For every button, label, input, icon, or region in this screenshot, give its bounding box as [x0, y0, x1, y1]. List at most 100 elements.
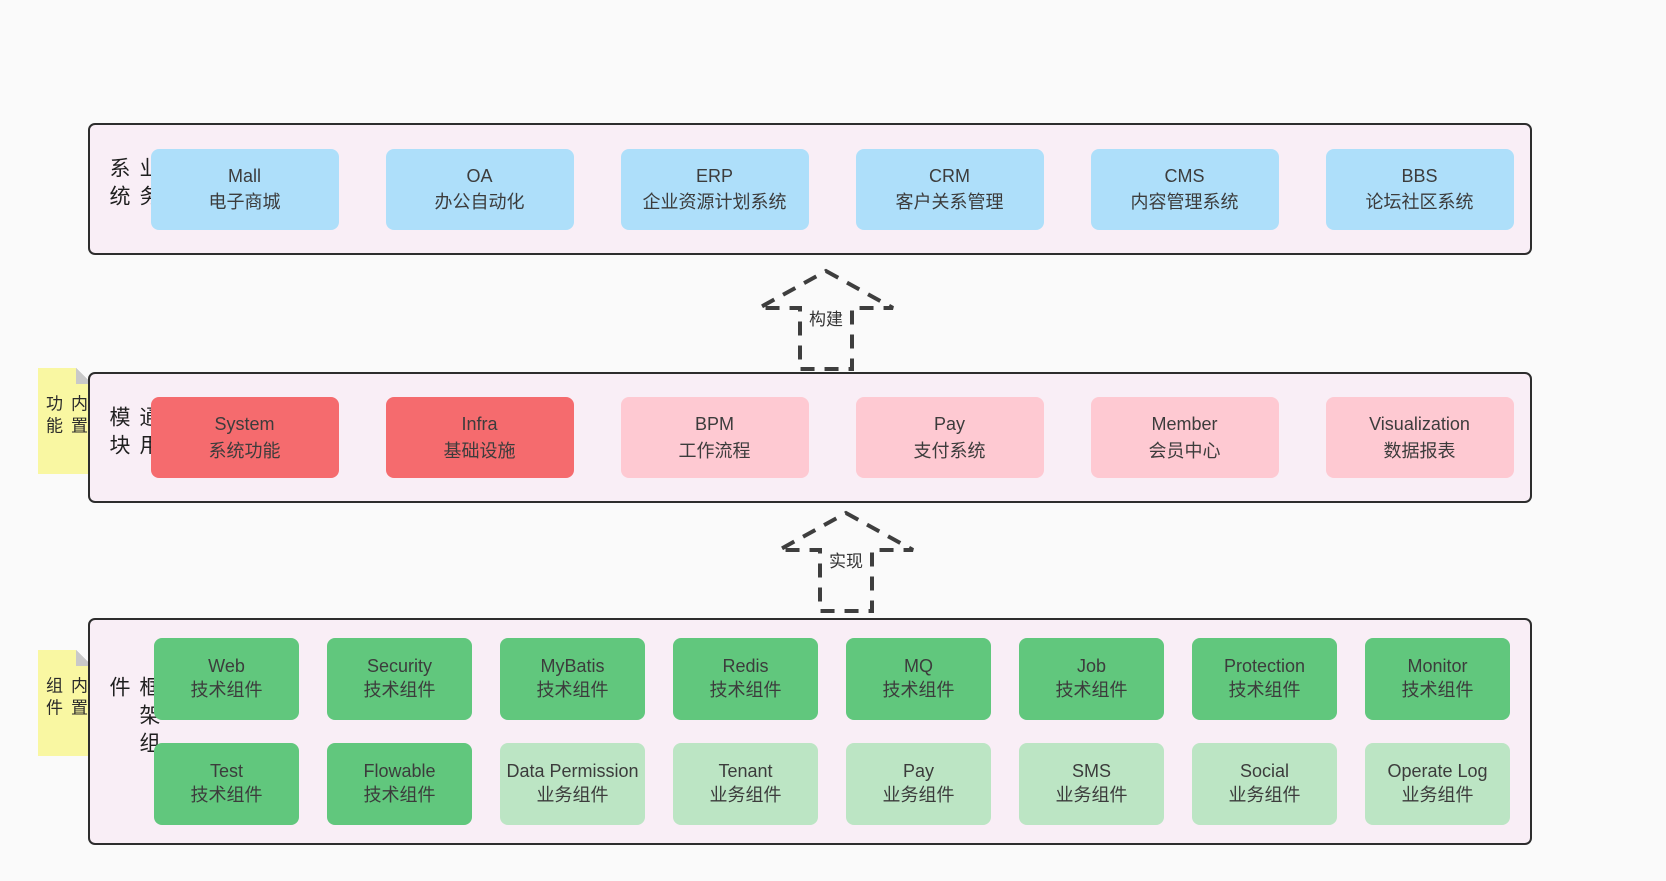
- arrow-build: 构建: [756, 268, 896, 372]
- box-subtitle: 技术组件: [536, 680, 609, 700]
- box-title: BBS: [1401, 165, 1438, 186]
- box-infra: Infra 基础设施: [385, 397, 574, 478]
- sticky-label: 内置功能: [43, 394, 87, 439]
- box-subtitle: 技术组件: [1401, 680, 1474, 700]
- box-oa: OA 办公自动化: [385, 148, 574, 230]
- box-title: Web: [208, 656, 245, 677]
- sticky-built-in-components: 内置组件: [38, 650, 92, 756]
- box-title: OA: [466, 165, 493, 186]
- box-title: Operate Log: [1387, 761, 1488, 782]
- box-subtitle: 企业资源计划系统: [642, 192, 787, 212]
- box-subtitle: 技术组件: [363, 680, 436, 700]
- box-subtitle: 会员中心: [1148, 440, 1221, 461]
- box-title: Job: [1076, 656, 1107, 677]
- box-subtitle: 业务组件: [709, 785, 782, 805]
- box-subtitle: 系统功能: [208, 440, 281, 461]
- box-subtitle: 技术组件: [363, 785, 436, 805]
- box-title: Redis: [722, 656, 769, 677]
- sticky-label: 内置组件: [43, 676, 87, 721]
- box-title: Infra: [461, 414, 498, 435]
- box-title: SMS: [1071, 761, 1111, 782]
- box-visualization: Visualization 数据报表: [1325, 397, 1514, 478]
- dashed-up-arrow-icon: [778, 510, 914, 613]
- box-title: CRM: [929, 165, 970, 186]
- box-bpm: BPM 工作流程: [620, 397, 809, 478]
- box-subtitle: 电子商城: [208, 192, 281, 212]
- box-subtitle: 工作流程: [678, 440, 751, 461]
- component-row-1: Web 技术组件 Security 技术组件 MyBatis 技术组件 Redi…: [154, 638, 1510, 720]
- box-subtitle: 支付系统: [913, 440, 986, 461]
- box-title: Test: [209, 761, 243, 782]
- band-content: Web 技术组件 Security 技术组件 MyBatis 技术组件 Redi…: [134, 620, 1530, 843]
- dashed-up-arrow-icon: [758, 268, 894, 371]
- box-pay-component: Pay 业务组件: [846, 743, 991, 825]
- box-flowable: Flowable 技术组件: [327, 743, 472, 825]
- box-operate-log: Operate Log 业务组件: [1365, 743, 1510, 825]
- box-mq: MQ 技术组件: [846, 638, 991, 720]
- box-subtitle: 技术组件: [1055, 680, 1128, 700]
- box-subtitle: 技术组件: [882, 680, 955, 700]
- box-mall: Mall 电子商城: [150, 148, 339, 230]
- arrow-implement: 实现: [776, 510, 916, 614]
- box-title: Tenant: [718, 761, 773, 782]
- box-title: System: [214, 414, 275, 435]
- box-social: Social 业务组件: [1192, 743, 1337, 825]
- box-title: Security: [366, 656, 433, 677]
- box-title: Member: [1151, 414, 1218, 435]
- box-sms: SMS 业务组件: [1019, 743, 1164, 825]
- box-mybatis: MyBatis 技术组件: [500, 638, 645, 720]
- box-test: Test 技术组件: [154, 743, 299, 825]
- box-subtitle: 内容管理系统: [1130, 192, 1239, 212]
- arrow-label: 构建: [805, 304, 847, 331]
- box-data-permission: Data Permission 业务组件: [500, 743, 645, 825]
- box-crm: CRM 客户关系管理: [855, 148, 1044, 230]
- box-subtitle: 业务组件: [1055, 785, 1128, 805]
- box-system: System 系统功能: [150, 397, 339, 478]
- box-member: Member 会员中心: [1090, 397, 1279, 478]
- box-bbs: BBS 论坛社区系统: [1325, 148, 1514, 230]
- box-protection: Protection 技术组件: [1192, 638, 1337, 720]
- box-security: Security 技术组件: [327, 638, 472, 720]
- band-content: System 系统功能 Infra 基础设施 BPM 工作流程 Pay 支付系统…: [134, 374, 1530, 501]
- box-pay: Pay 支付系统: [855, 397, 1044, 478]
- box-subtitle: 技术组件: [709, 680, 782, 700]
- box-title: MQ: [904, 656, 933, 677]
- band-framework-components: 框架组件 Web 技术组件 Security 技术组件 MyBatis 技术组件…: [88, 618, 1532, 845]
- band-content: Mall 电子商城 OA 办公自动化 ERP 企业资源计划系统 CRM 客户关系…: [134, 125, 1530, 253]
- band-business-systems: 业务系统 Mall 电子商城 OA 办公自动化 ERP 企业资源计划系统 CRM…: [88, 123, 1532, 255]
- box-subtitle: 办公自动化: [434, 192, 525, 212]
- box-erp: ERP 企业资源计划系统: [620, 148, 809, 230]
- box-web: Web 技术组件: [154, 638, 299, 720]
- box-redis: Redis 技术组件: [673, 638, 818, 720]
- component-row-2: Test 技术组件 Flowable 技术组件 Data Permission …: [154, 743, 1510, 825]
- box-monitor: Monitor 技术组件: [1365, 638, 1510, 720]
- box-subtitle: 客户关系管理: [895, 192, 1004, 212]
- box-title: Visualization: [1369, 414, 1470, 435]
- box-title: CMS: [1164, 165, 1205, 186]
- box-title: Pay: [933, 414, 966, 435]
- box-cms: CMS 内容管理系统: [1090, 148, 1279, 230]
- box-title: ERP: [695, 165, 733, 186]
- box-title: Social: [1239, 761, 1290, 782]
- box-subtitle: 论坛社区系统: [1365, 192, 1474, 212]
- box-subtitle: 业务组件: [1228, 785, 1301, 805]
- box-subtitle: 基础设施: [443, 440, 516, 461]
- box-title: MyBatis: [540, 656, 605, 677]
- box-title: Protection: [1223, 656, 1306, 677]
- box-subtitle: 业务组件: [536, 785, 609, 805]
- box-tenant: Tenant 业务组件: [673, 743, 818, 825]
- band-common-modules: 通用模块 System 系统功能 Infra 基础设施 BPM 工作流程 Pay…: [88, 372, 1532, 503]
- box-subtitle: 业务组件: [1401, 785, 1474, 805]
- box-title: Mall: [227, 165, 261, 186]
- box-subtitle: 技术组件: [190, 680, 263, 700]
- box-subtitle: 业务组件: [882, 785, 955, 805]
- box-subtitle: 技术组件: [1228, 680, 1301, 700]
- arrow-label: 实现: [825, 546, 867, 573]
- box-title: Monitor: [1407, 656, 1468, 677]
- sticky-built-in-features: 内置功能: [38, 368, 92, 474]
- box-subtitle: 数据报表: [1383, 440, 1456, 461]
- box-title: BPM: [694, 414, 734, 435]
- box-title: Flowable: [363, 761, 436, 782]
- box-title: Pay: [902, 761, 935, 782]
- box-title: Data Permission: [506, 761, 639, 782]
